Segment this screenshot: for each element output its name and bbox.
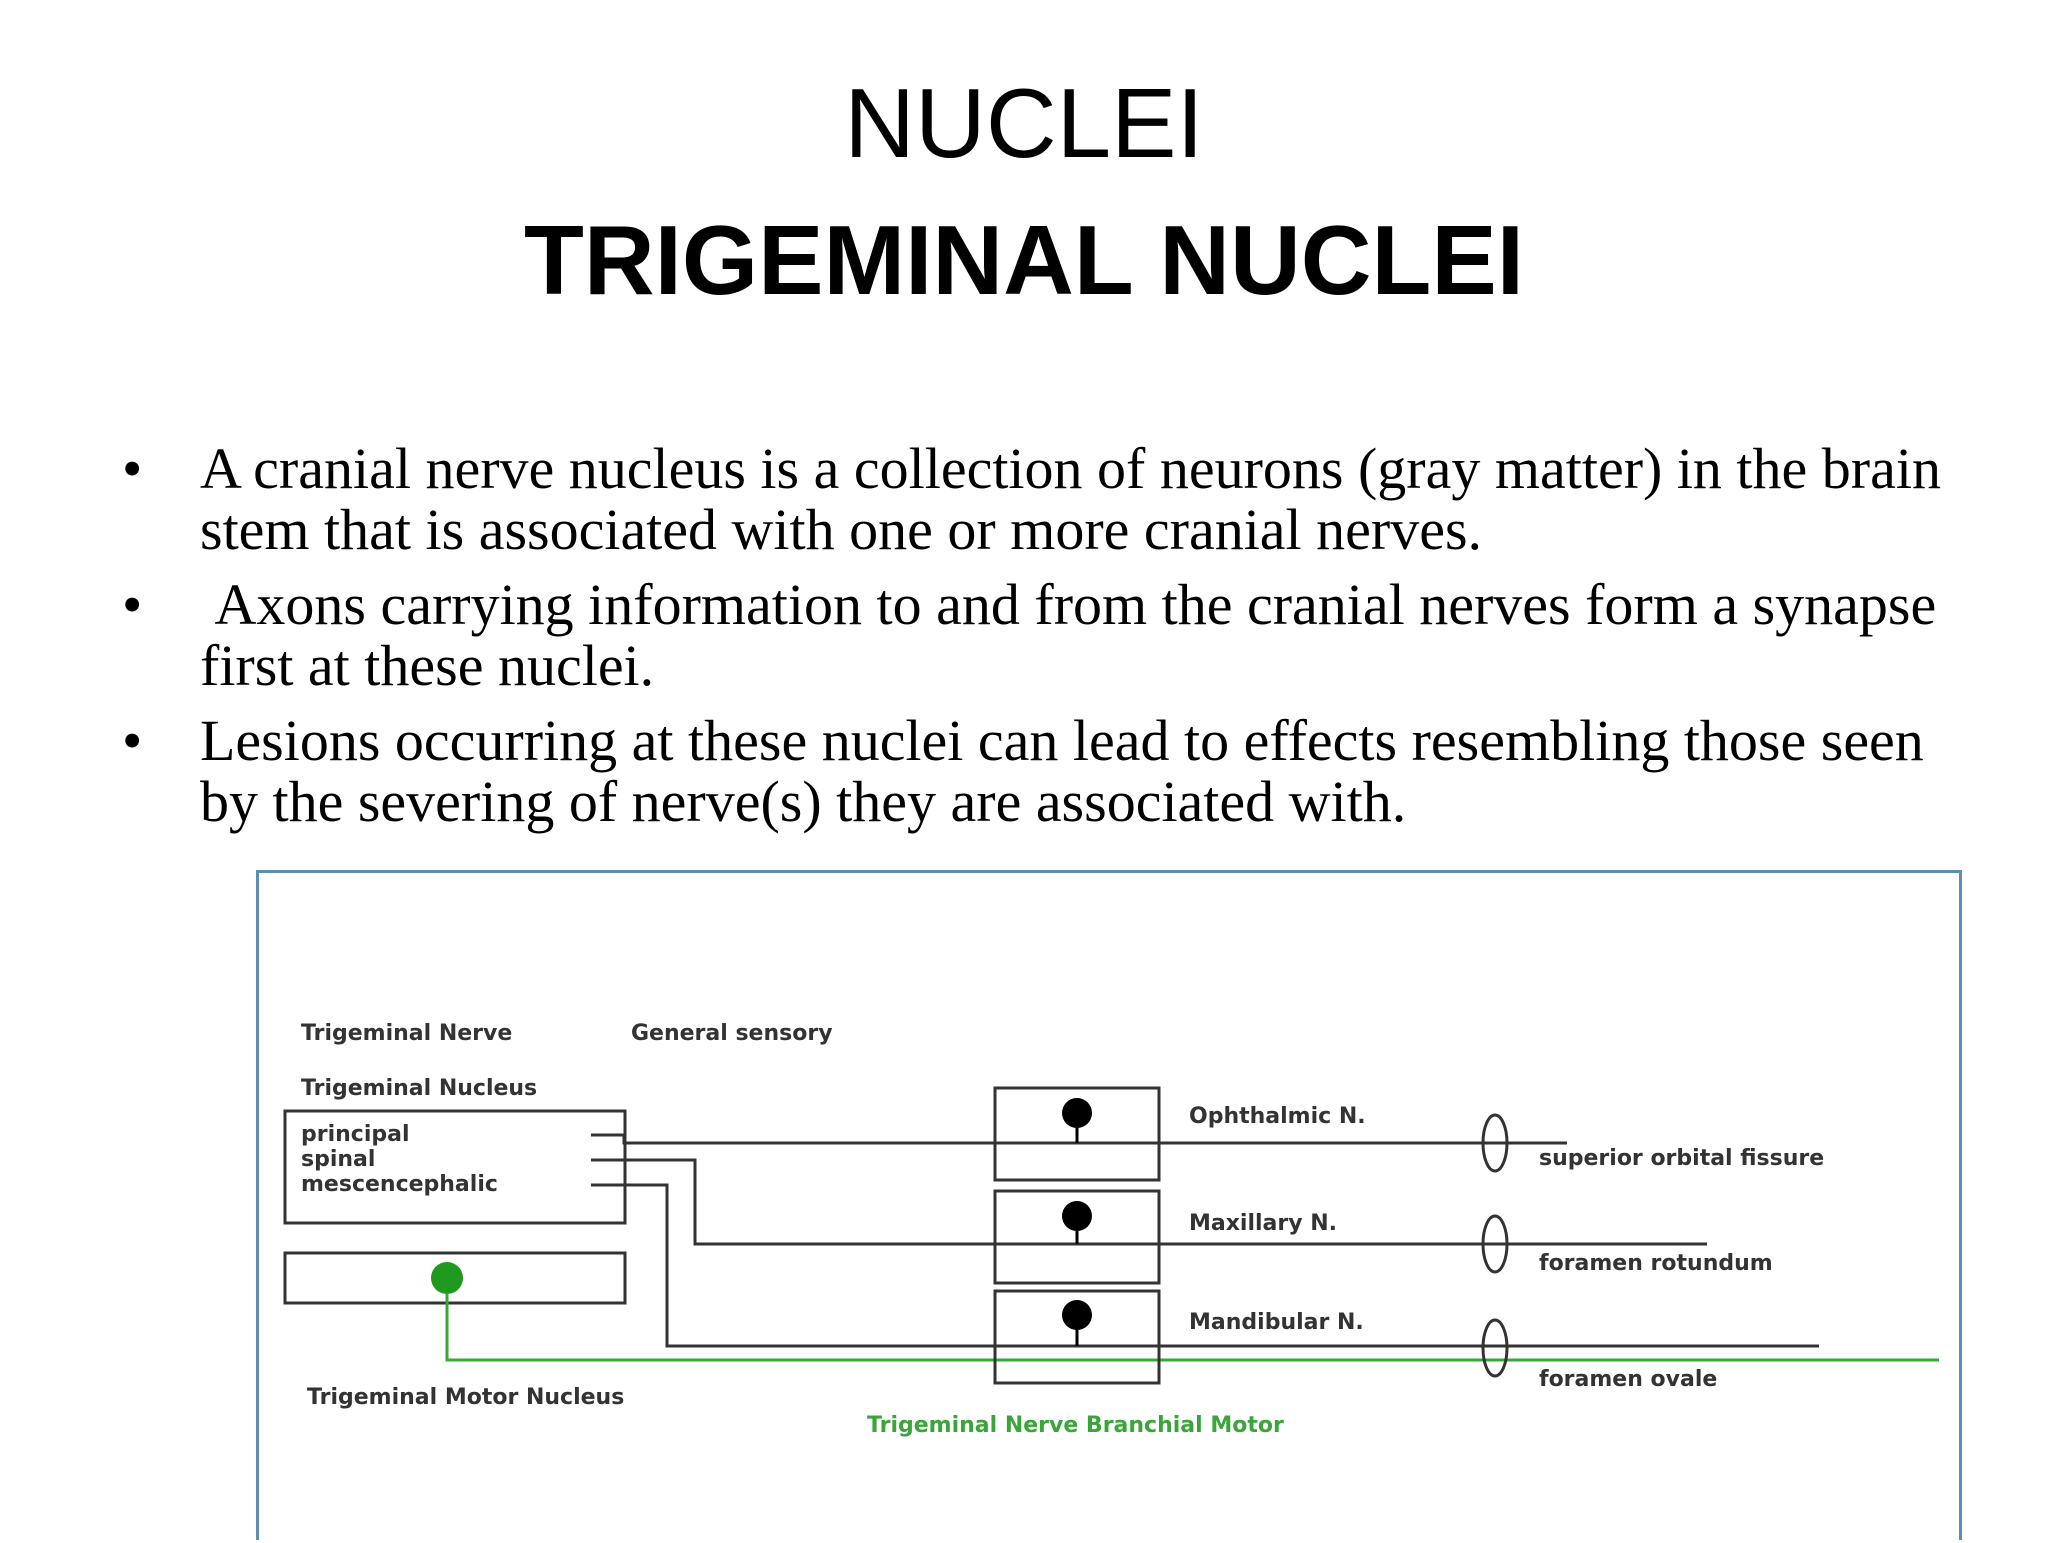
bullet-item: • Lesions occurring at these nuclei can …	[122, 708, 1980, 834]
foramen-label-superior-orbital-fissure: superior orbital fissure	[1539, 1146, 1824, 1171]
ganglion-neuron-icon	[1062, 1201, 1092, 1231]
foramen-label-ovale: foramen ovale	[1539, 1367, 1717, 1392]
nucleus-heading: Trigeminal Nucleus	[301, 1076, 537, 1101]
foramen-oval-icon	[1481, 1318, 1509, 1378]
bullet-icon: •	[122, 436, 143, 501]
ophthalmic-label: Ophthalmic N.	[1189, 1104, 1366, 1129]
bullet-item: • A cranial nerve nucleus is a collectio…	[122, 436, 1980, 562]
bullet-text: Axons carrying information to and from t…	[200, 572, 1951, 698]
mandibular-fiber	[624, 1183, 1819, 1348]
motor-nucleus-label: Trigeminal Motor Nucleus	[307, 1385, 624, 1410]
bullet-icon: •	[122, 708, 143, 773]
nucleus-part-principal: principal	[301, 1122, 410, 1147]
ganglion-neuron-icon	[1062, 1098, 1092, 1128]
slide-subtitle: TRIGEMINAL NUCLEI	[524, 205, 1524, 315]
maxillary-label: Maxillary N.	[1189, 1211, 1337, 1236]
trigeminal-diagram-svg: Trigeminal Nerve General sensory Trigemi…	[283, 1021, 1939, 1438]
ganglion-neuron-icon	[1062, 1300, 1092, 1330]
motor-neuron-icon	[431, 1262, 463, 1294]
motor-branch-label: Trigeminal Nerve Branchial Motor	[867, 1413, 1284, 1438]
nucleus-part-spinal: spinal	[301, 1147, 375, 1172]
ophthalmic-fiber	[622, 1135, 1567, 1145]
ganglion-box-ophthalmic	[993, 1086, 1161, 1182]
ganglion-box-maxillary	[993, 1189, 1161, 1285]
trigeminal-diagram: Trigeminal Nerve General sensory Trigemi…	[256, 870, 1962, 1540]
bullet-text: Lesions occurring at these nuclei can le…	[200, 708, 1924, 834]
maxillary-fiber	[624, 1158, 1707, 1246]
ganglion-box-mandibular	[993, 1289, 1161, 1385]
foramen-label-rotundum: foramen rotundum	[1539, 1251, 1773, 1276]
motor-nucleus-box	[283, 1251, 627, 1305]
slide-title: NUCLEI	[844, 68, 1204, 178]
diagram-header-right: General sensory	[631, 1021, 833, 1046]
mandibular-label: Mandibular N.	[1189, 1310, 1364, 1335]
motor-fiber	[445, 1294, 1939, 1362]
bullet-text: A cranial nerve nucleus is a collection …	[200, 436, 1941, 562]
bullet-icon: •	[122, 572, 143, 637]
foramen-oval-icon	[1481, 1113, 1509, 1173]
foramen-oval-icon	[1481, 1214, 1509, 1274]
diagram-header-left: Trigeminal Nerve	[301, 1021, 512, 1046]
bullet-item: • Axons carrying information to and from…	[122, 572, 1980, 698]
nucleus-part-mescencephalic: mescencephalic	[301, 1172, 498, 1197]
sensory-nucleus-box	[283, 1109, 627, 1225]
bullet-list: • A cranial nerve nucleus is a collectio…	[122, 436, 1980, 846]
